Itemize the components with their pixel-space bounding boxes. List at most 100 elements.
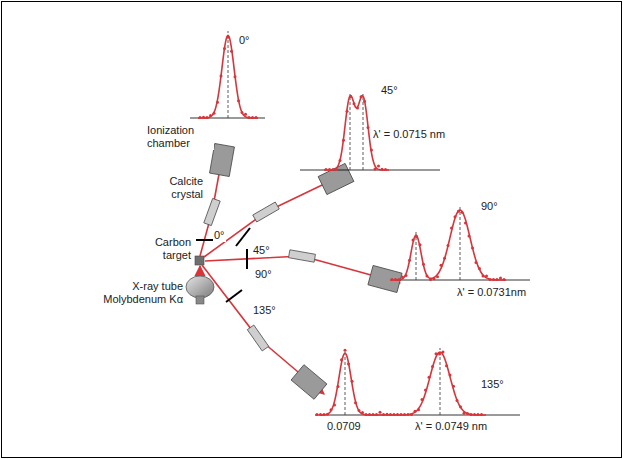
data-point xyxy=(347,363,350,366)
data-point xyxy=(492,278,495,281)
data-point xyxy=(454,215,457,218)
data-point xyxy=(466,412,469,415)
data-point xyxy=(365,413,368,416)
collimator-slits xyxy=(196,228,250,302)
data-point xyxy=(375,413,378,416)
data-point xyxy=(496,278,499,281)
data-point xyxy=(398,278,401,281)
data-point xyxy=(381,168,384,171)
data-point xyxy=(431,365,434,368)
data-point xyxy=(319,413,322,416)
data-point xyxy=(422,263,425,266)
data-point xyxy=(440,264,443,267)
data-point xyxy=(251,116,254,119)
data-point xyxy=(428,376,431,379)
data-point xyxy=(447,244,450,247)
data-point xyxy=(503,278,506,281)
data-point xyxy=(485,275,488,278)
angle-label: 45° xyxy=(380,84,399,97)
data-point xyxy=(470,413,473,416)
data-point xyxy=(323,413,326,416)
data-point xyxy=(426,274,429,277)
angle-label: 45° xyxy=(252,244,271,257)
angle-label: 90° xyxy=(254,268,273,281)
data-point xyxy=(477,413,480,416)
data-point xyxy=(237,99,240,102)
data-point xyxy=(457,210,460,213)
angle-label: 135° xyxy=(480,378,505,391)
data-point xyxy=(442,350,445,353)
data-point xyxy=(370,149,373,152)
data-point xyxy=(478,267,481,270)
data-point xyxy=(436,275,439,278)
data-point xyxy=(316,413,319,416)
data-point xyxy=(326,413,329,416)
data-point xyxy=(248,116,251,119)
angle-label: 0° xyxy=(213,229,226,242)
data-point xyxy=(471,246,474,249)
data-point xyxy=(367,126,370,129)
data-point xyxy=(443,257,446,260)
data-point xyxy=(372,413,375,416)
data-point xyxy=(403,413,406,416)
peak-marker xyxy=(440,348,441,415)
intensity-curve xyxy=(390,210,506,280)
data-point xyxy=(415,235,418,238)
intensity-curve xyxy=(198,35,258,118)
calcite-crystals xyxy=(204,198,316,351)
data-point xyxy=(429,278,432,281)
data-point xyxy=(421,398,424,401)
data-point xyxy=(199,116,202,119)
data-point xyxy=(417,408,420,411)
wavelength-label: λ' = 0.0731nm xyxy=(456,286,527,299)
data-point xyxy=(255,116,258,119)
part-label: Calcite crystal xyxy=(154,175,204,201)
data-point xyxy=(213,112,216,115)
data-point xyxy=(408,259,411,262)
data-point xyxy=(499,276,502,279)
data-point xyxy=(360,95,363,98)
data-point xyxy=(386,413,389,416)
data-point xyxy=(400,413,403,416)
data-point xyxy=(216,101,219,104)
data-point xyxy=(335,168,338,171)
data-point xyxy=(244,113,247,116)
data-point xyxy=(356,106,359,109)
data-point xyxy=(407,413,410,416)
angle-label: 0° xyxy=(238,34,251,47)
data-point xyxy=(393,413,396,416)
data-point xyxy=(227,36,230,39)
data-point xyxy=(358,409,361,412)
data-point xyxy=(344,349,347,352)
data-point xyxy=(354,401,357,404)
data-point xyxy=(230,50,233,53)
data-point xyxy=(202,116,205,119)
data-point xyxy=(339,159,342,162)
data-point xyxy=(351,380,354,383)
data-point xyxy=(482,274,485,277)
data-point xyxy=(419,243,422,246)
data-point xyxy=(382,413,385,416)
data-point xyxy=(424,389,427,392)
peak-marker xyxy=(363,94,364,170)
data-point xyxy=(449,373,452,376)
carbon-target xyxy=(195,256,204,265)
data-point xyxy=(452,385,455,388)
data-point xyxy=(374,167,377,170)
angle-label: 135° xyxy=(252,304,277,317)
data-point xyxy=(332,168,335,171)
ionization-chambers xyxy=(210,143,403,399)
data-point xyxy=(468,234,471,237)
peak-marker xyxy=(416,231,417,280)
data-point xyxy=(361,411,364,414)
data-point xyxy=(475,261,478,264)
data-point xyxy=(389,413,392,416)
data-point xyxy=(464,221,467,224)
data-point xyxy=(405,274,408,277)
peak-marker xyxy=(460,206,461,280)
data-point xyxy=(401,275,404,278)
data-point xyxy=(328,168,331,171)
data-point xyxy=(349,95,352,98)
